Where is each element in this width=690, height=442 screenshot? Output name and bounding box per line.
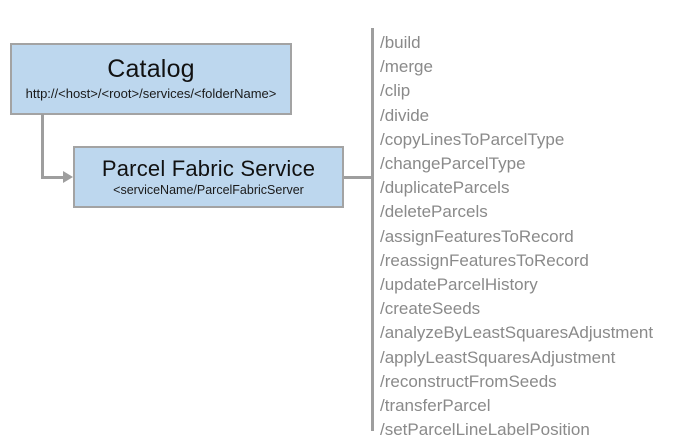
operation-item[interactable]: /assignFeaturesToRecord [380, 226, 574, 246]
operation-item[interactable]: /build [380, 33, 421, 52]
connector-service-to-operations [344, 176, 373, 179]
arrowhead-icon [63, 171, 73, 183]
operation-item[interactable]: /reconstructFromSeeds [380, 371, 557, 391]
node-catalog-title: Catalog [107, 55, 195, 84]
operation-item[interactable]: /transferParcel [380, 396, 491, 416]
operation-item[interactable]: /copyLinesToParcelType [380, 129, 565, 149]
operation-item[interactable]: /updateParcelHistory [380, 275, 538, 295]
node-service-title: Parcel Fabric Service [101, 155, 316, 181]
node-service-path: <serviceName/ParcelFabricServer [113, 182, 304, 197]
operation-item[interactable]: /reassignFeaturesToRecord [380, 250, 589, 270]
operation-item[interactable]: /setParcelLineLabelPosition [380, 420, 590, 440]
operations-divider [371, 28, 374, 431]
connector-catalog-vertical [41, 114, 44, 179]
operation-item[interactable]: /clip [380, 81, 411, 101]
operation-item[interactable]: /merge [380, 57, 433, 77]
operation-item[interactable]: /divide [380, 105, 430, 125]
operations-list: /build/merge/clip/divide/copyLinesToParc… [380, 31, 685, 442]
operation-item[interactable]: /createSeeds [380, 299, 481, 319]
operation-item[interactable]: /analyzeByLeastSquaresAdjustment [380, 323, 654, 343]
node-parcel-fabric-service[interactable]: Parcel Fabric Service <serviceName/Parce… [73, 146, 344, 208]
operation-item[interactable]: /applyLeastSquaresAdjustment [380, 347, 616, 367]
operation-item[interactable]: /deleteParcels [380, 202, 488, 222]
connector-catalog-horizontal [41, 176, 67, 179]
node-catalog-url: http://<host>/<root>/services/<folderNam… [25, 86, 277, 102]
operation-item[interactable]: /changeParcelType [380, 154, 526, 174]
operation-item[interactable]: /duplicateParcels [380, 178, 510, 198]
node-catalog[interactable]: Catalog http://<host>/<root>/services/<f… [10, 43, 292, 115]
